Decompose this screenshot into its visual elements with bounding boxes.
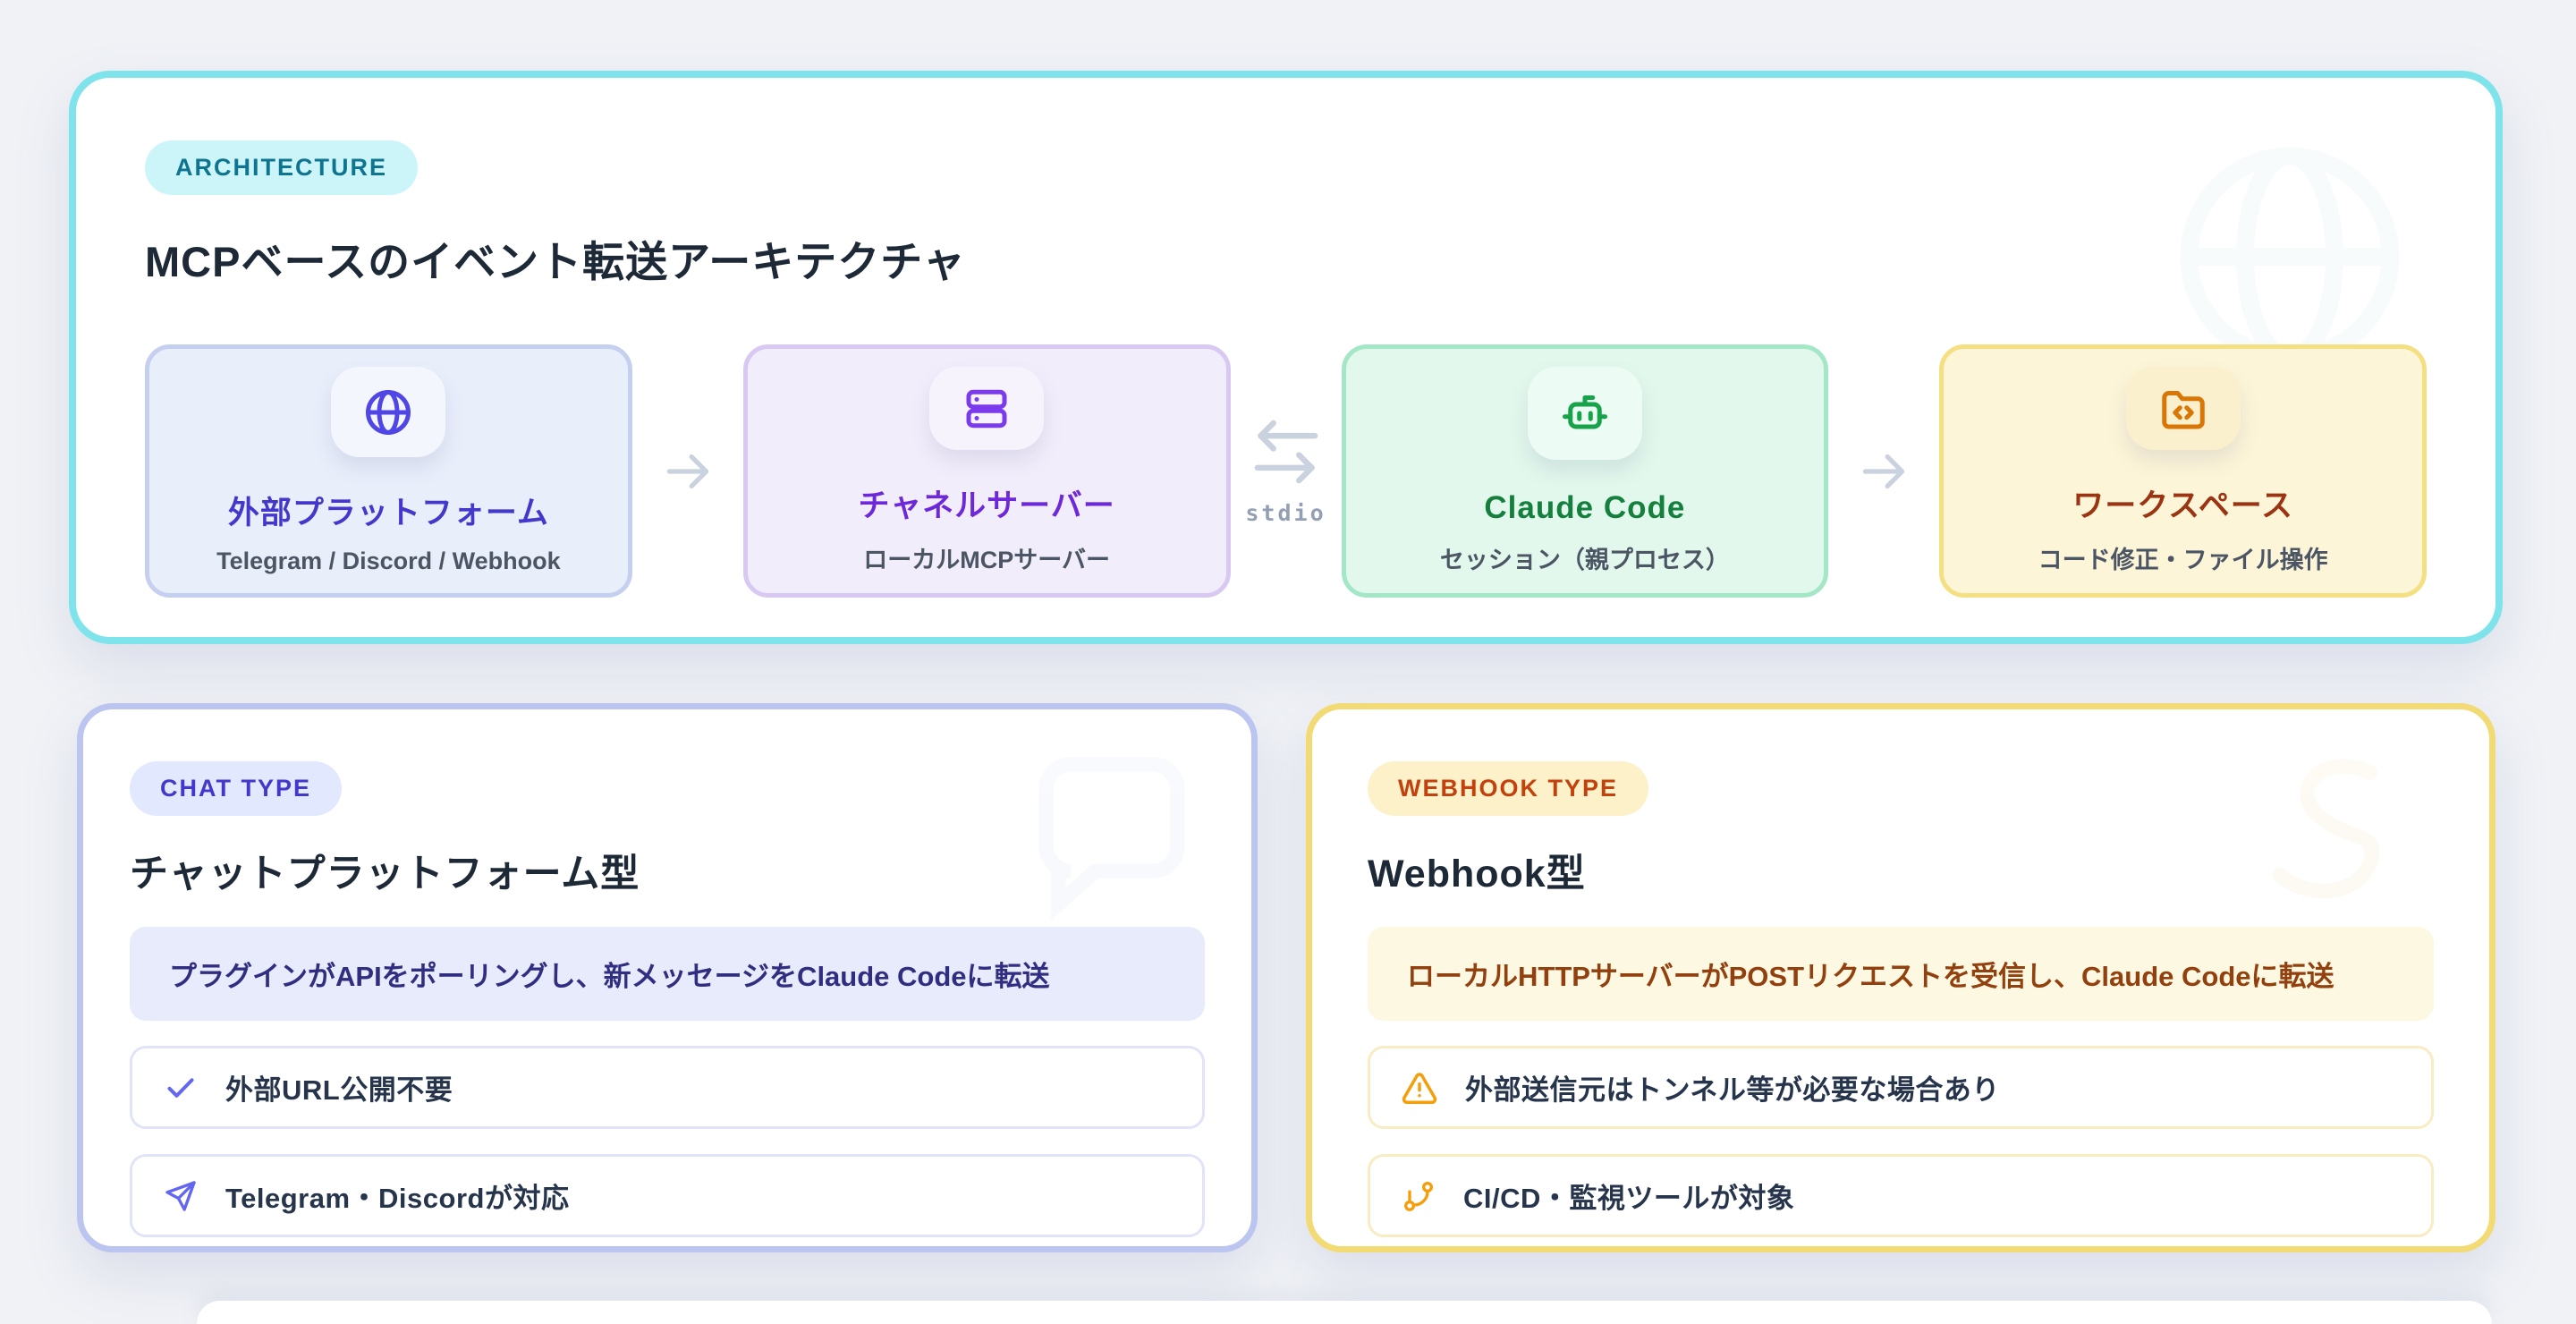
ghost-hook-icon: [2272, 759, 2380, 899]
arrow-left-right-icon: stdio: [1231, 344, 1342, 598]
arrow-right-icon: [632, 344, 743, 598]
webhook-description: ローカルHTTPサーバーがPOSTリクエストを受信し、Claude Codeに転…: [1368, 927, 2434, 1021]
webhook-feature-row: CI/CD・監視ツールが対象: [1368, 1154, 2434, 1237]
architecture-title: MCPベースのイベント転送アーキテクチャ: [145, 238, 966, 285]
chat-type-card: CHAT TYPE チャットプラットフォーム型 プラグインがAPIをポーリングし…: [77, 703, 1258, 1252]
node-title: 外部プラットフォーム: [227, 496, 549, 530]
architecture-badge: ARCHITECTURE: [145, 140, 418, 195]
stdio-label: stdio: [1245, 500, 1326, 526]
webhook-type-badge: WEBHOOK TYPE: [1368, 761, 1649, 816]
node-title: Claude Code: [1484, 490, 1686, 525]
git-branch-icon: [1401, 1178, 1436, 1214]
check-icon: [163, 1070, 199, 1106]
feature-text: Telegram・Discordが対応: [225, 1183, 570, 1214]
webhook-card-title: Webhook型: [1368, 853, 1586, 895]
next-section-card-edge: [197, 1301, 2492, 1324]
architecture-card: ARCHITECTURE MCPベースのイベント転送アーキテクチャ 外部プラット…: [69, 71, 2503, 644]
node-workspace: ワークスペース コード修正・ファイル操作: [1939, 344, 2427, 598]
feature-text: 外部送信元はトンネル等が必要な場合あり: [1465, 1074, 2000, 1106]
chat-feature-row: Telegram・Discordが対応: [130, 1154, 1205, 1237]
node-claude-code: Claude Code セッション（親プロセス）: [1341, 344, 1829, 598]
bot-icon: [1527, 367, 1642, 460]
warning-icon: [1401, 1069, 1438, 1107]
node-subtitle: セッション（親プロセス）: [1439, 547, 1730, 573]
arrow-right-icon: [1828, 344, 1939, 598]
node-subtitle: ローカルMCPサーバー: [863, 547, 1110, 573]
globe-icon: [331, 367, 446, 457]
node-subtitle: コード修正・ファイル操作: [2038, 547, 2328, 573]
node-external-platform: 外部プラットフォーム Telegram / Discord / Webhook: [145, 344, 632, 598]
chat-description: プラグインがAPIをポーリングし、新メッセージをClaude Codeに転送: [130, 927, 1205, 1021]
node-channel-server: チャネルサーバー ローカルMCPサーバー: [742, 344, 1231, 598]
webhook-feature-row: 外部送信元はトンネル等が必要な場合あり: [1368, 1046, 2434, 1129]
server-icon: [929, 367, 1045, 450]
node-subtitle: Telegram / Discord / Webhook: [216, 547, 561, 574]
ghost-speech-bubble-icon: [1038, 757, 1185, 921]
chat-card-title: チャットプラットフォーム型: [130, 853, 640, 895]
webhook-type-card: WEBHOOK TYPE Webhook型 ローカルHTTPサーバーがPOSTリ…: [1306, 703, 2496, 1252]
chat-feature-row: 外部URL公開不要: [130, 1046, 1205, 1129]
architecture-flow: 外部プラットフォーム Telegram / Discord / Webhook …: [145, 344, 2427, 598]
send-icon: [163, 1178, 199, 1214]
folder-code-icon: [2125, 367, 2241, 450]
feature-text: CI/CD・監視ツールが対象: [1463, 1183, 1795, 1214]
node-title: チャネルサーバー: [858, 488, 1115, 523]
feature-text: 外部URL公開不要: [225, 1074, 453, 1106]
chat-type-badge: CHAT TYPE: [130, 761, 343, 816]
node-title: ワークスペース: [2072, 488, 2293, 523]
